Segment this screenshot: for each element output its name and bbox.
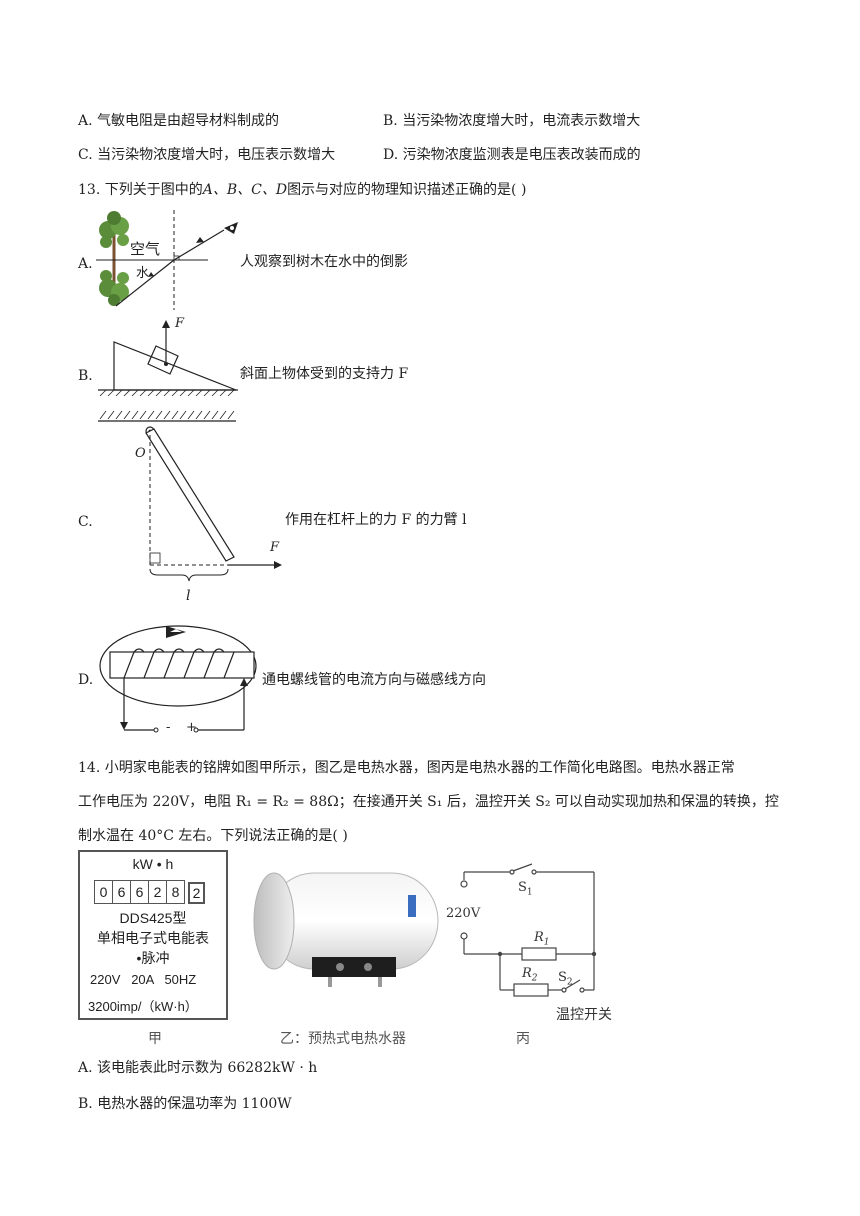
- meter-digits: 0 6 6 2 8 2: [94, 880, 205, 904]
- q14-stem-line1: 14. 小明家电能表的铭牌如图甲所示，图乙是电热水器，图丙是电热水器的工作简化电…: [78, 760, 735, 776]
- q14-stem-line3: 制水温在 40°C 左右。下列说法正确的是( ): [78, 828, 348, 844]
- circuit-diagram: [460, 863, 597, 997]
- lever-arm-label: l: [186, 588, 191, 604]
- incline-figure: [98, 320, 238, 397]
- meter-digit: 6: [113, 880, 131, 904]
- minus-terminal: -: [166, 720, 171, 735]
- q12-option-c: C. 当污染物浓度增大时，电压表示数增大: [78, 147, 336, 163]
- water-label: 水: [136, 266, 150, 281]
- reflection-figure: [96, 210, 238, 310]
- q13-option-b-letter: B.: [78, 368, 93, 384]
- meter-specs: 220V 20A 50HZ: [90, 972, 197, 987]
- q13-option-c-letter: C.: [78, 514, 93, 530]
- q13-stem: 13. 下列关于图中的A、B、C、D图示与对应的物理知识描述正确的是( ): [78, 182, 527, 198]
- meter-digit: 0: [94, 880, 113, 904]
- air-label: 空气: [130, 240, 161, 258]
- meter-unit: kW • h: [132, 856, 174, 872]
- q13-option-d-letter: D.: [78, 672, 94, 688]
- r2-label: R2: [522, 966, 538, 984]
- thermostat-switch-label: 温控开关: [556, 1007, 612, 1023]
- q13-option-d-text: 通电螺线管的电流方向与磁感线方向: [262, 672, 486, 688]
- q14-option-a: A. 该电能表此时示数为 66282kW · h: [78, 1060, 318, 1076]
- meter-type: 单相电子式电能表: [97, 930, 209, 946]
- caption-bing: 丙: [516, 1031, 530, 1047]
- lever-figure: [98, 410, 282, 582]
- water-heater-image: [253, 872, 439, 987]
- meter-digit-decimal: 2: [188, 882, 205, 904]
- caption-jia: 甲: [148, 1031, 162, 1047]
- meter-digit: 2: [149, 880, 167, 904]
- meter-pulse: •脉冲: [136, 950, 170, 966]
- q12-option-a: A. 气敏电阻是由超导材料制成的: [78, 113, 280, 129]
- voltage-label: 220V: [446, 906, 481, 921]
- pivot-label: O: [135, 446, 146, 461]
- caption-yi: 乙：预热式电热水器: [280, 1031, 406, 1047]
- lever-force-label: F: [270, 540, 280, 555]
- q14-option-b: B. 电热水器的保温功率为 1100W: [78, 1096, 292, 1112]
- s2-label: S2: [558, 970, 573, 988]
- q13-option-c-text: 作用在杠杆上的力 F 的力臂 l: [285, 512, 467, 528]
- q13-option-a-letter: A.: [78, 256, 93, 272]
- solenoid-figure: [99, 625, 257, 733]
- q13-option-a-text: 人观察到树木在水中的倒影: [240, 254, 408, 270]
- meter-imp: 3200imp/（kW·h）: [88, 999, 198, 1014]
- energy-meter: kW • h 0 6 6 2 8 2 DDS425型 单相电子式电能表 •脉冲 …: [78, 850, 228, 1020]
- q12-option-b: B. 当污染物浓度增大时，电流表示数增大: [383, 113, 641, 129]
- q13-option-b-text: 斜面上物体受到的支持力 F: [240, 366, 409, 382]
- incline-force-label: F: [175, 316, 185, 331]
- meter-digit: 8: [167, 880, 185, 904]
- q12-option-d: D. 污染物浓度监测表是电压表改装而成的: [383, 147, 641, 163]
- q14-stem-line2: 工作电压为 220V，电阻 R₁ = R₂ = 88Ω；在接通开关 S₁ 后，温…: [78, 794, 779, 810]
- meter-model: DDS425型: [119, 910, 187, 926]
- s1-label: S1: [518, 880, 533, 898]
- meter-digit: 6: [131, 880, 149, 904]
- plus-terminal: +: [186, 720, 197, 735]
- r1-label: R1: [534, 930, 550, 948]
